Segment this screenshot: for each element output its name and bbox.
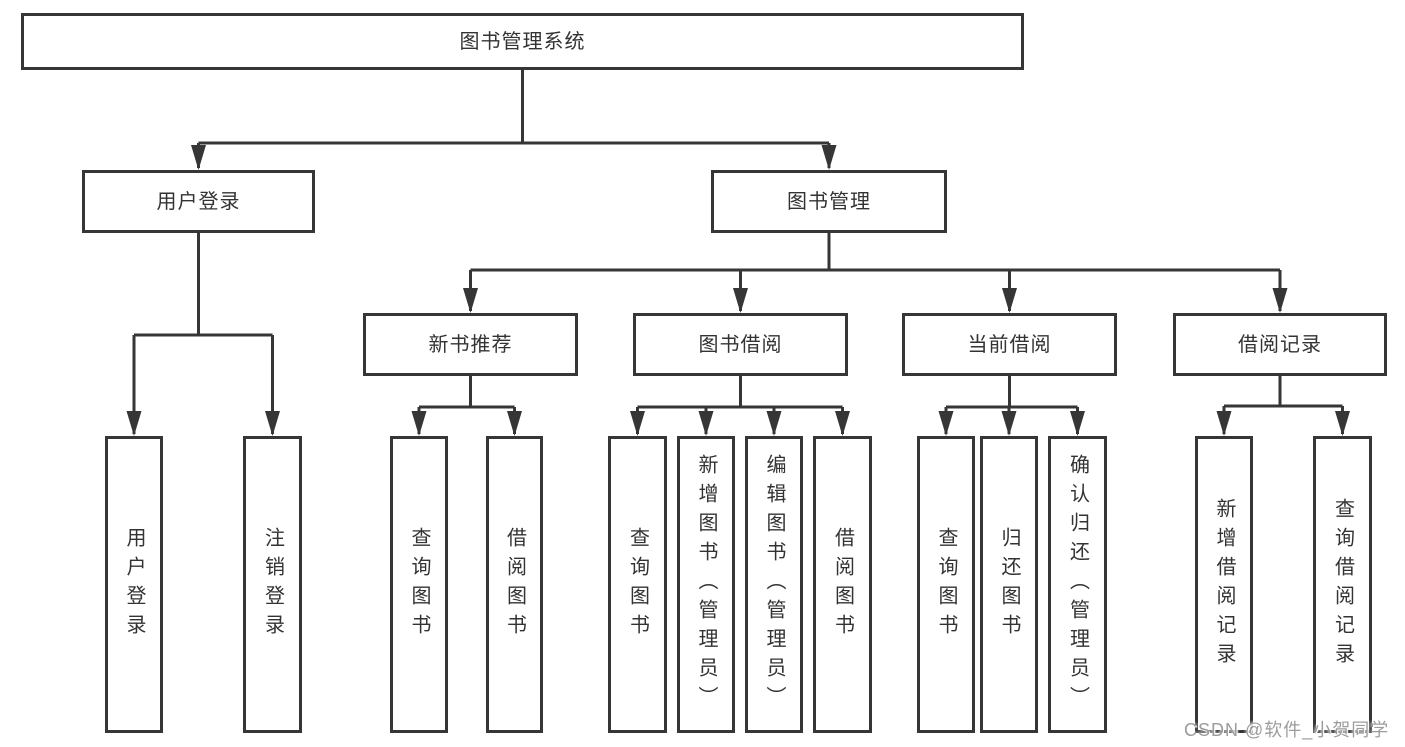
arrowhead-icon	[766, 411, 782, 436]
node-root-system: 图书管理系统	[21, 13, 1024, 70]
arrowhead-icon	[191, 145, 206, 170]
leaf-borrow-books-recommend: 借阅图书	[486, 436, 543, 733]
node-current-borrow: 当前借阅	[902, 313, 1117, 376]
connector-book-borrow-children	[636, 376, 844, 434]
arrowhead-icon	[1001, 411, 1017, 436]
node-book-borrow: 图书借阅	[633, 313, 848, 376]
node-borrow-record: 借阅记录	[1173, 313, 1387, 376]
node-user-login: 用户登录	[82, 170, 315, 233]
leaf-query-books-recommend: 查询图书	[390, 436, 448, 733]
arrowheads	[126, 145, 1350, 436]
arrowhead-icon	[1335, 411, 1350, 436]
leaf-query-books-borrow: 查询图书	[608, 436, 667, 733]
arrowhead-icon	[126, 411, 142, 436]
leaf-add-borrow-record: 新增借阅记录	[1195, 436, 1253, 733]
csdn-watermark: CSDN @软件_小贺同学	[1184, 720, 1390, 740]
connector-user-login-children	[132, 233, 274, 434]
arrowhead-icon	[630, 411, 645, 436]
leaf-logout: 注销登录	[243, 436, 302, 733]
leaf-edit-books-admin: 编辑图书（管理员）	[745, 436, 803, 733]
leaf-return-books: 归还图书	[980, 436, 1038, 733]
arrowhead-icon	[698, 411, 714, 436]
connector-borrow-record-children	[1222, 376, 1344, 434]
arrowhead-icon	[507, 411, 522, 436]
arrowhead-icon	[265, 411, 280, 436]
arrowhead-icon	[1216, 411, 1232, 436]
leaf-user-login: 用户登录	[105, 436, 163, 733]
node-book-management: 图书管理	[711, 170, 947, 233]
leaf-query-borrow-record: 查询借阅记录	[1313, 436, 1372, 733]
connector-new-book-children	[417, 376, 516, 434]
arrowhead-icon	[1272, 288, 1288, 313]
arrowhead-icon	[1070, 411, 1085, 436]
connector-root-to-level2	[197, 70, 831, 168]
arrowhead-icon	[1002, 288, 1017, 313]
leaf-query-books-current: 查询图书	[917, 436, 975, 733]
arrowhead-icon	[733, 288, 748, 313]
arrowhead-icon	[835, 411, 850, 436]
node-new-book-recommend: 新书推荐	[363, 313, 578, 376]
leaf-confirm-return-admin: 确认归还（管理员）	[1048, 436, 1107, 733]
arrowhead-icon	[411, 411, 427, 436]
arrowhead-icon	[463, 288, 478, 313]
arrowhead-icon	[821, 145, 837, 170]
connector-book-management-children	[469, 233, 1282, 311]
arrowhead-icon	[938, 411, 954, 436]
leaf-borrow-books: 借阅图书	[813, 436, 872, 733]
leaf-add-books-admin: 新增图书（管理员）	[677, 436, 735, 733]
